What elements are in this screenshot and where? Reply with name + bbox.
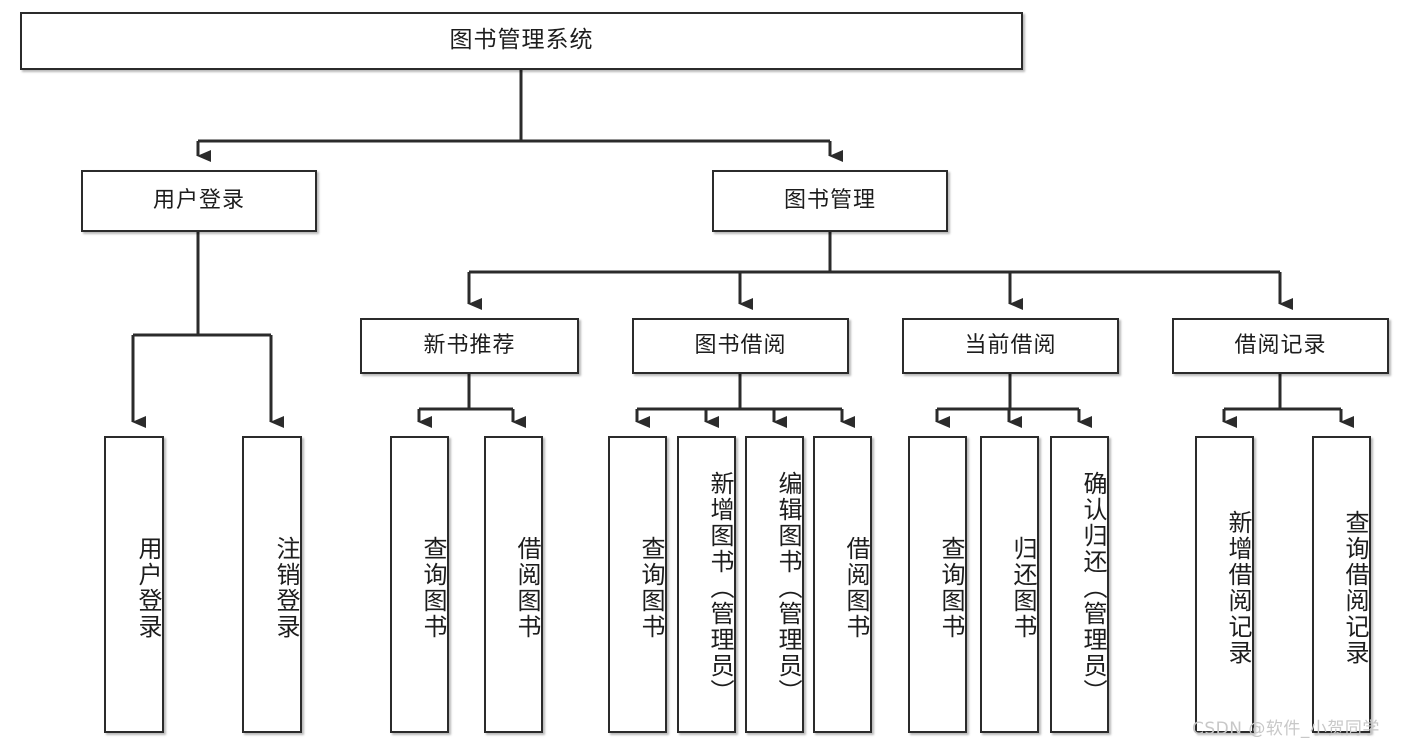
node-leaf-query-record-label: 查询借阅记录	[1341, 509, 1369, 666]
node-leaf-borrow-book-2[interactable]: 借阅图书	[813, 436, 872, 733]
node-leaf-query-book-2[interactable]: 查询图书	[608, 436, 667, 733]
node-leaf-query-book-3[interactable]: 查询图书	[908, 436, 967, 733]
node-book-borrow-label: 图书借阅	[694, 332, 787, 358]
node-leaf-edit-book[interactable]: 编辑图书（管理员）	[745, 436, 804, 733]
node-leaf-query-book-1-label: 查询图书	[419, 535, 447, 640]
node-leaf-edit-book-label: 编辑图书（管理员）	[774, 470, 802, 705]
node-leaf-query-book-1[interactable]: 查询图书	[390, 436, 449, 733]
node-leaf-confirm-return-label: 确认归还（管理员）	[1079, 470, 1107, 705]
node-leaf-add-book[interactable]: 新增图书（管理员）	[677, 436, 736, 733]
node-borrow-record-label: 借阅记录	[1234, 332, 1327, 358]
node-current-borrow-label: 当前借阅	[964, 332, 1057, 358]
node-leaf-user-logout-label: 注销登录	[272, 535, 300, 640]
node-leaf-add-record[interactable]: 新增借阅记录	[1195, 436, 1254, 733]
node-leaf-add-book-label: 新增图书（管理员）	[706, 470, 734, 705]
node-current-borrow[interactable]: 当前借阅	[902, 318, 1119, 374]
node-new-book-rec-label: 新书推荐	[423, 332, 516, 358]
node-leaf-query-record[interactable]: 查询借阅记录	[1312, 436, 1371, 733]
node-book-borrow[interactable]: 图书借阅	[632, 318, 849, 374]
node-leaf-query-book-2-label: 查询图书	[637, 535, 665, 640]
node-leaf-user-login-label: 用户登录	[134, 535, 162, 640]
csdn-watermark: CSDN @软件_小贺同学	[1192, 719, 1380, 739]
node-user-login-label: 用户登录	[152, 187, 245, 213]
node-leaf-query-book-3-label: 查询图书	[937, 535, 965, 640]
node-leaf-confirm-return[interactable]: 确认归还（管理员）	[1050, 436, 1109, 733]
node-leaf-borrow-book-1[interactable]: 借阅图书	[484, 436, 543, 733]
node-new-book-rec[interactable]: 新书推荐	[360, 318, 579, 374]
node-leaf-add-record-label: 新增借阅记录	[1224, 509, 1252, 666]
node-book-manage[interactable]: 图书管理	[712, 170, 948, 232]
node-book-manage-label: 图书管理	[783, 187, 876, 213]
node-leaf-borrow-book-1-label: 借阅图书	[513, 535, 541, 640]
node-leaf-return-book-label: 归还图书	[1009, 535, 1037, 640]
node-borrow-record[interactable]: 借阅记录	[1172, 318, 1389, 374]
node-root[interactable]: 图书管理系统	[20, 12, 1023, 70]
node-root-label: 图书管理系统	[449, 27, 594, 54]
node-leaf-user-login[interactable]: 用户登录	[104, 436, 164, 733]
node-leaf-return-book[interactable]: 归还图书	[980, 436, 1039, 733]
node-user-login[interactable]: 用户登录	[81, 170, 317, 232]
node-leaf-user-logout[interactable]: 注销登录	[242, 436, 302, 733]
node-leaf-borrow-book-2-label: 借阅图书	[842, 535, 870, 640]
